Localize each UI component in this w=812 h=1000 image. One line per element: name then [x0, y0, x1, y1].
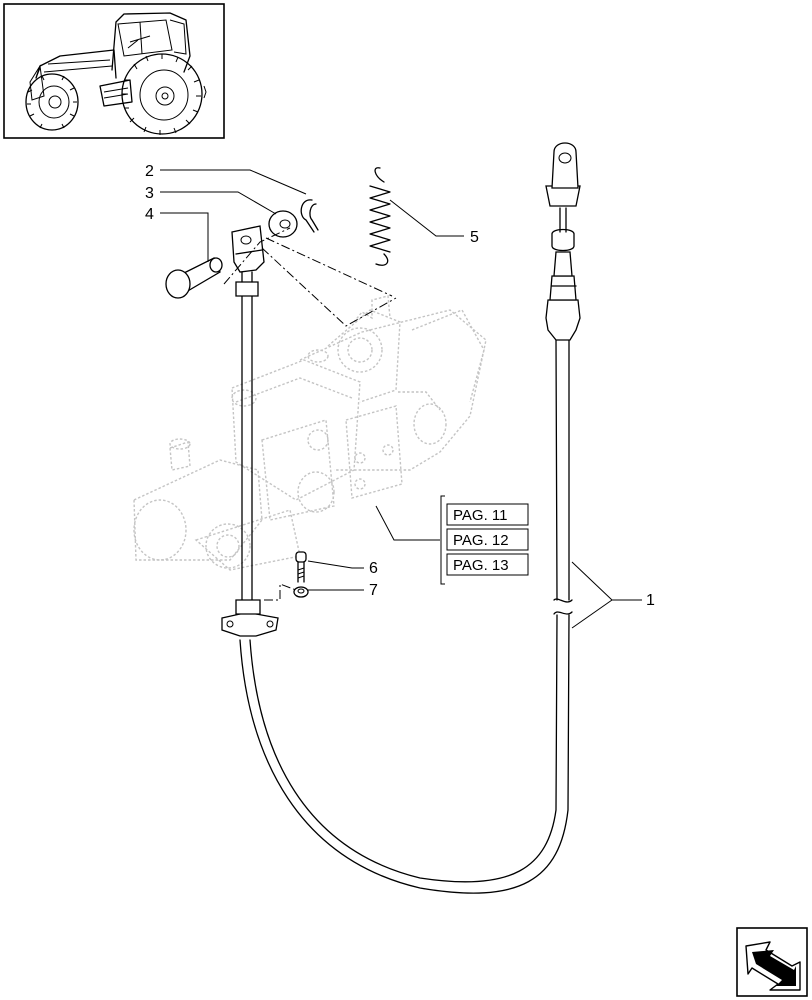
callout-5: 5: [470, 229, 479, 246]
callout-6: 6: [369, 560, 378, 577]
page-references: PAG. 11 PAG. 12 PAG. 13: [440, 495, 529, 585]
page-ref-12[interactable]: PAG. 12: [446, 528, 529, 551]
page-ref-11[interactable]: PAG. 11: [446, 503, 529, 526]
leader-lines: [160, 169, 642, 629]
nut: [293, 586, 309, 598]
callout-4: 4: [145, 206, 154, 223]
callout-2: 2: [145, 163, 154, 180]
page-ref-13[interactable]: PAG. 13: [446, 553, 529, 576]
assembly-lines: [223, 227, 397, 601]
valve-assembly-outline: [133, 295, 487, 571]
svg-text:PAG. 12: PAG. 12: [453, 532, 509, 549]
cable-left-section: [239, 295, 570, 894]
callout-labels: 2 3 4 5 6 7 1: [145, 163, 655, 609]
next-page-arrow-icon[interactable]: [736, 927, 808, 997]
callout-1: 1: [646, 592, 655, 609]
clevis-pin: [165, 257, 223, 299]
bolt: [295, 551, 307, 583]
split-pin: [300, 199, 319, 233]
tractor-thumbnail-icon: [3, 3, 225, 139]
cable-mounting-bracket: [221, 599, 279, 637]
washer: [268, 210, 298, 238]
spring: [369, 167, 391, 266]
svg-text:PAG. 11: PAG. 11: [453, 507, 507, 524]
svg-text:PAG. 13: PAG. 13: [453, 557, 509, 574]
callout-3: 3: [145, 185, 154, 202]
cable-yoke: [231, 225, 265, 297]
callout-7: 7: [369, 582, 378, 599]
cable-right-section: [545, 142, 581, 615]
